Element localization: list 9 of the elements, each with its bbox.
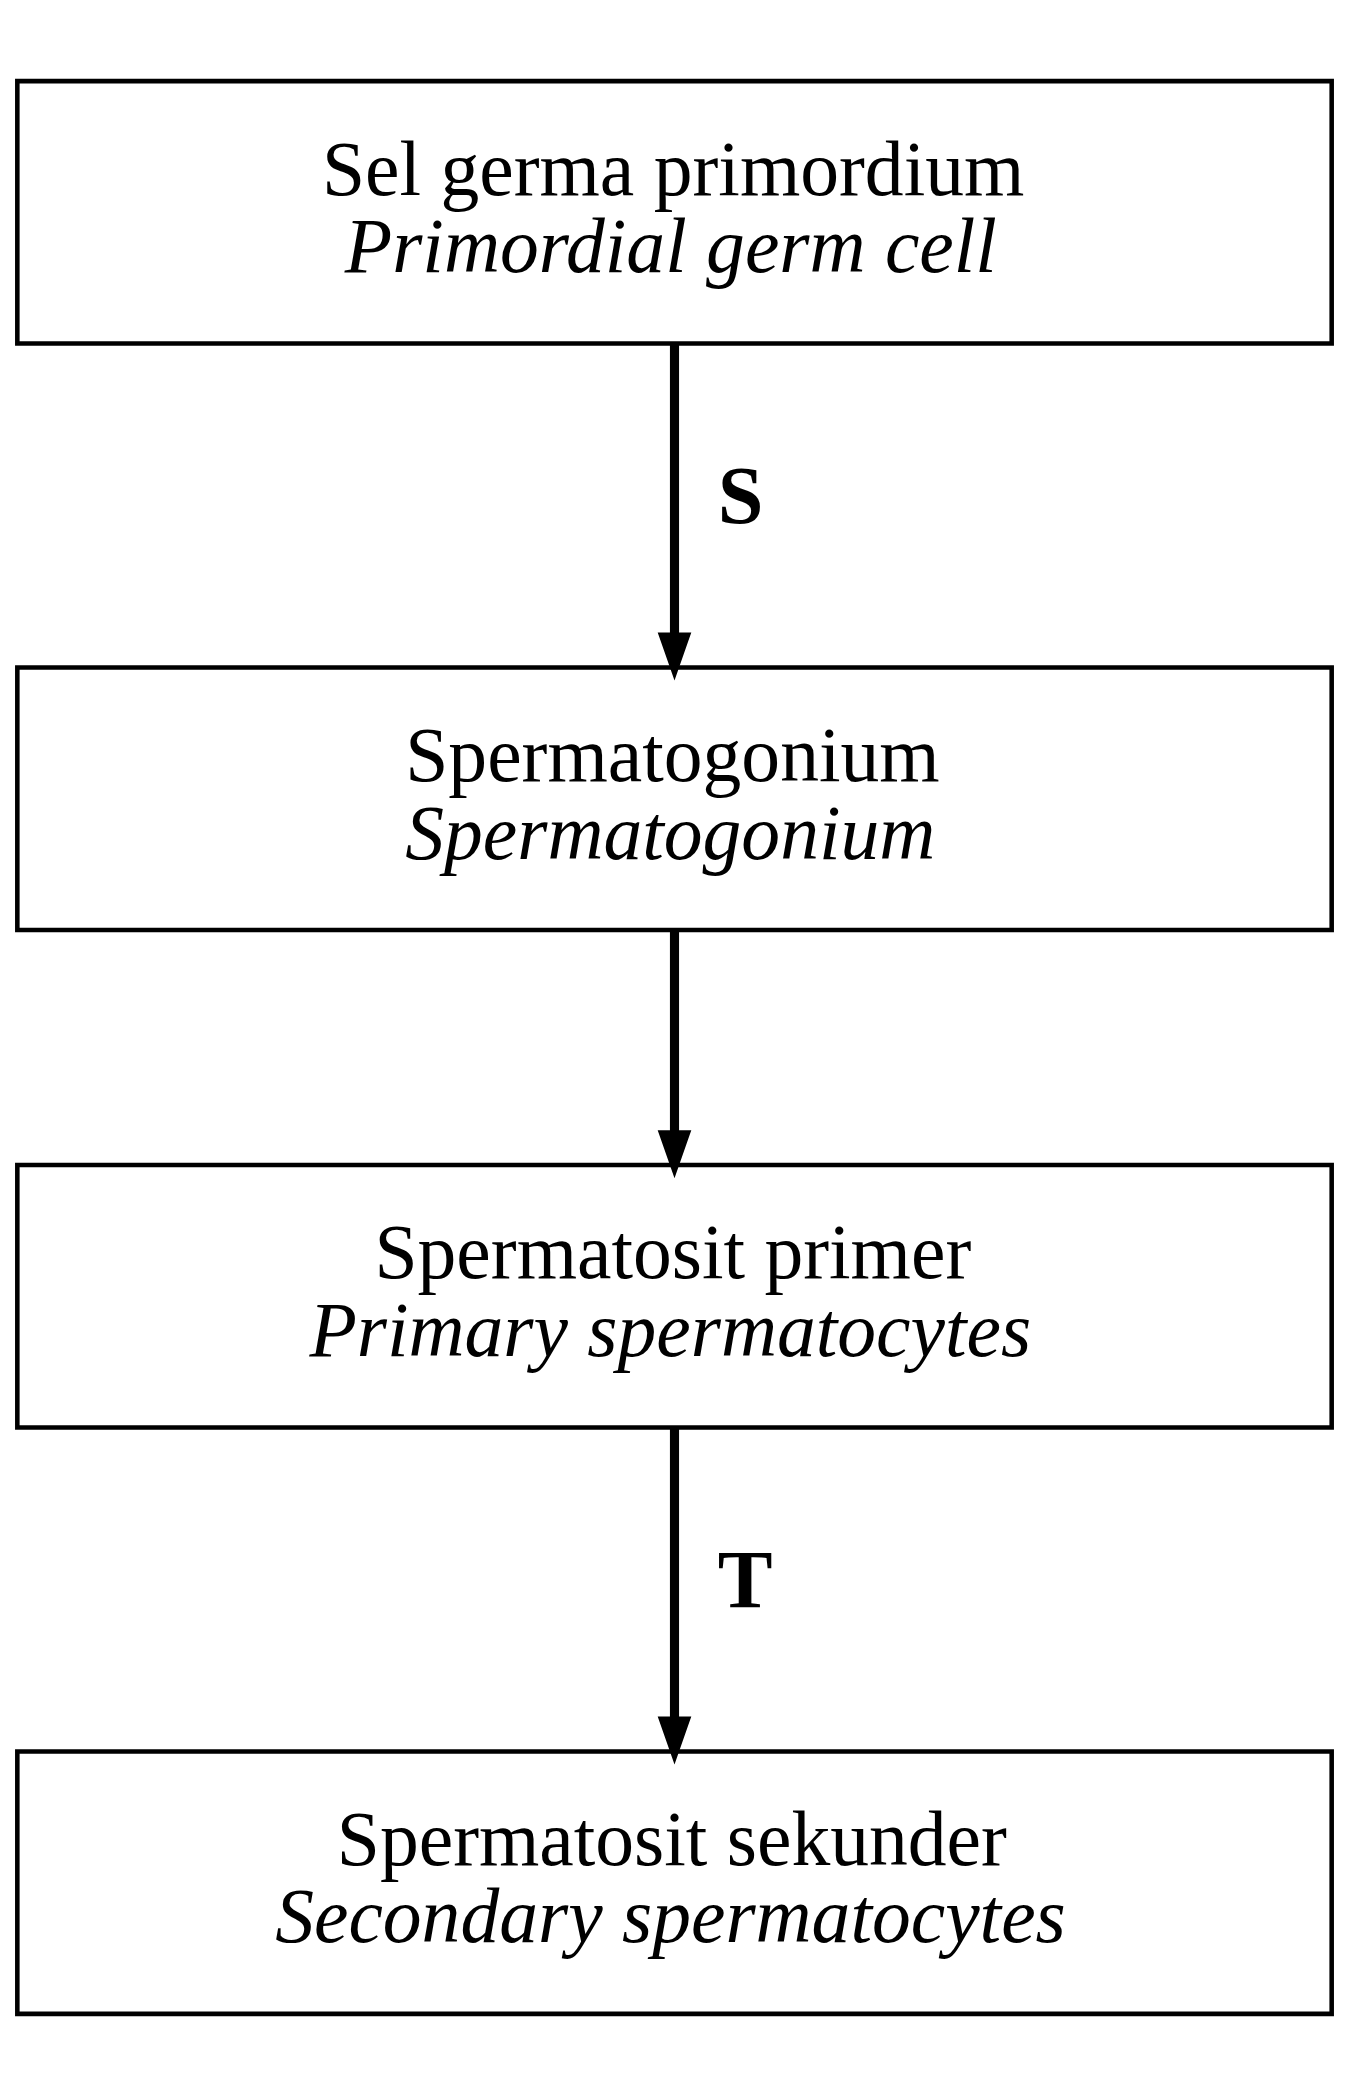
edge-label: S <box>717 449 764 541</box>
edge-label: T <box>717 1533 773 1625</box>
arrow <box>657 930 692 1178</box>
arrow <box>657 1427 692 1764</box>
node-box: Spermatogonium Spermatogonium <box>15 664 1334 932</box>
node-box: Spermatosit sekunder Secondary spermatocytes <box>15 1748 1334 2016</box>
node-box: Sel germa primordium Primordial germ cell <box>15 78 1334 346</box>
node-box: Spermatosit primer Primary spermatocytes <box>15 1162 1334 1430</box>
arrow <box>657 343 692 681</box>
